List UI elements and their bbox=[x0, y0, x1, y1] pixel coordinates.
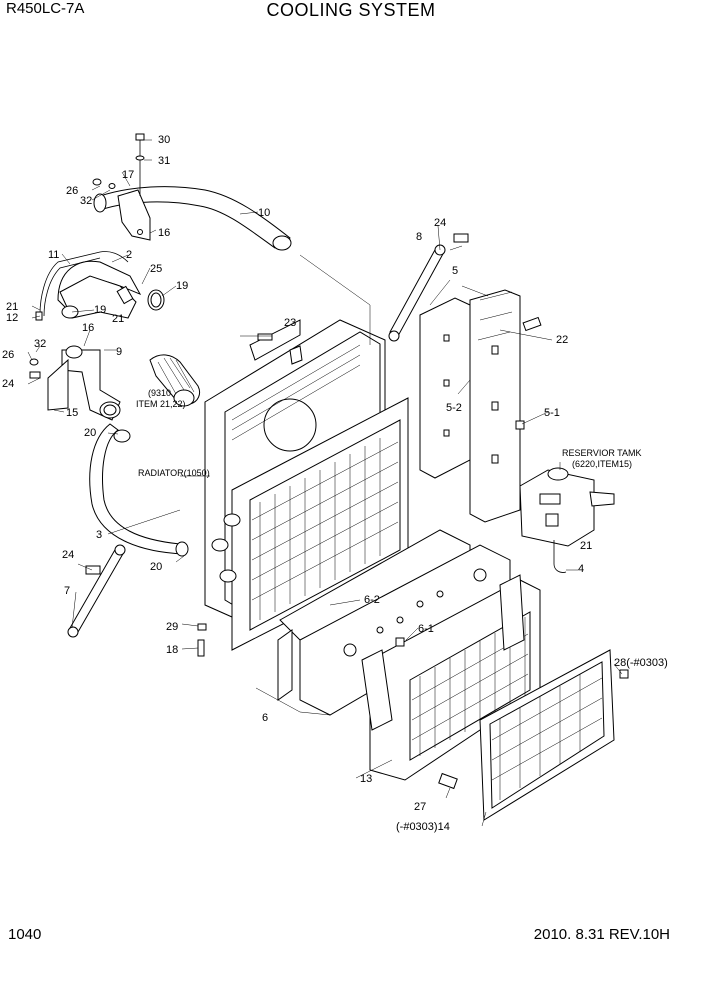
flex-hose-part bbox=[149, 354, 201, 407]
callout-32: 32 bbox=[34, 338, 46, 350]
callout-5: 5 bbox=[452, 265, 458, 277]
callout-10: 10 bbox=[258, 207, 270, 219]
callout-16: 16 bbox=[82, 322, 94, 334]
callout-28: 28(-#0303) bbox=[614, 657, 668, 669]
callout-24: 24 bbox=[2, 378, 14, 390]
callout-21: 21 bbox=[112, 313, 124, 325]
fasteners-part bbox=[197, 316, 629, 790]
upper-hose-part bbox=[92, 133, 292, 251]
inlet-pipe-part bbox=[29, 345, 121, 421]
callout-7: 7 bbox=[64, 585, 70, 597]
callout-3: 3 bbox=[96, 529, 102, 541]
callout-16: 16 bbox=[158, 227, 170, 239]
callout-29: 29 bbox=[166, 621, 178, 633]
callout-4: 4 bbox=[578, 563, 584, 575]
revision-date: 2010. 8.31 REV.10H bbox=[533, 926, 670, 943]
callout-21: 21 bbox=[6, 301, 18, 313]
callout-8: 8 bbox=[416, 231, 422, 243]
reservoir-ref-line2: (6220,ITEM15) bbox=[572, 459, 632, 469]
model-code: R450LC-7A bbox=[6, 0, 85, 17]
callout-6-2: 6-2 bbox=[364, 594, 380, 606]
callout-21: 21 bbox=[580, 540, 592, 552]
radiator-ref: RADIATOR(1050) bbox=[138, 468, 210, 478]
callout-12: 12 bbox=[6, 312, 18, 324]
callout-26: 26 bbox=[66, 185, 78, 197]
callout-24: 24 bbox=[434, 217, 446, 229]
callout-19: 19 bbox=[94, 304, 106, 316]
lower-hose-part bbox=[89, 423, 189, 557]
callout-20: 20 bbox=[84, 427, 96, 439]
reservoir-ref-line1: RESERVIOR TAMK bbox=[562, 448, 642, 458]
notes: (9310 ITEM 21,22) RADIATOR(1050) RESERVI… bbox=[136, 388, 642, 478]
reservoir-tank-part bbox=[519, 467, 615, 573]
flex-hose-ref-line1: (9310 bbox=[148, 388, 171, 398]
callout-31: 31 bbox=[158, 155, 170, 167]
radiator-core-part bbox=[204, 319, 409, 651]
callout-23: 23 bbox=[284, 317, 296, 329]
callout-5-2: 5-2 bbox=[446, 402, 462, 414]
callout-32: 32 bbox=[80, 195, 92, 207]
callouts: 30 31 17 26 32 16 10 2 11 25 19 21 12 19… bbox=[2, 134, 668, 833]
callout-15: 15 bbox=[66, 407, 78, 419]
callout-5-1: 5-1 bbox=[544, 407, 560, 419]
callout-30: 30 bbox=[158, 134, 170, 146]
callout-25: 25 bbox=[150, 263, 162, 275]
callout-20: 20 bbox=[150, 561, 162, 573]
stay-rod-upper-part bbox=[388, 233, 469, 342]
callout-2: 2 bbox=[126, 249, 132, 261]
callout-13: 13 bbox=[360, 773, 372, 785]
stay-rod-part bbox=[67, 544, 126, 638]
callout-17: 17 bbox=[122, 169, 134, 181]
page-number: 1040 bbox=[8, 926, 42, 943]
callout-11: 11 bbox=[48, 249, 59, 261]
callout-14: (-#0303)14 bbox=[396, 821, 450, 833]
callout-22: 22 bbox=[556, 334, 568, 346]
callout-26: 26 bbox=[2, 349, 14, 361]
callout-6: 6 bbox=[262, 712, 268, 724]
callout-9: 9 bbox=[116, 346, 122, 358]
callout-24: 24 bbox=[62, 549, 74, 561]
aftercooler-part bbox=[361, 574, 541, 781]
shroud-part bbox=[419, 289, 521, 523]
leader-lines bbox=[27, 139, 623, 827]
callout-19: 19 bbox=[176, 280, 188, 292]
callout-18: 18 bbox=[166, 644, 178, 656]
page-title: COOLING SYSTEM bbox=[266, 0, 436, 20]
flex-hose-ref-line2: ITEM 21,22) bbox=[136, 399, 186, 409]
callout-6-1: 6-1 bbox=[418, 623, 434, 635]
screen-part bbox=[479, 649, 615, 821]
callout-27: 27 bbox=[414, 801, 426, 813]
